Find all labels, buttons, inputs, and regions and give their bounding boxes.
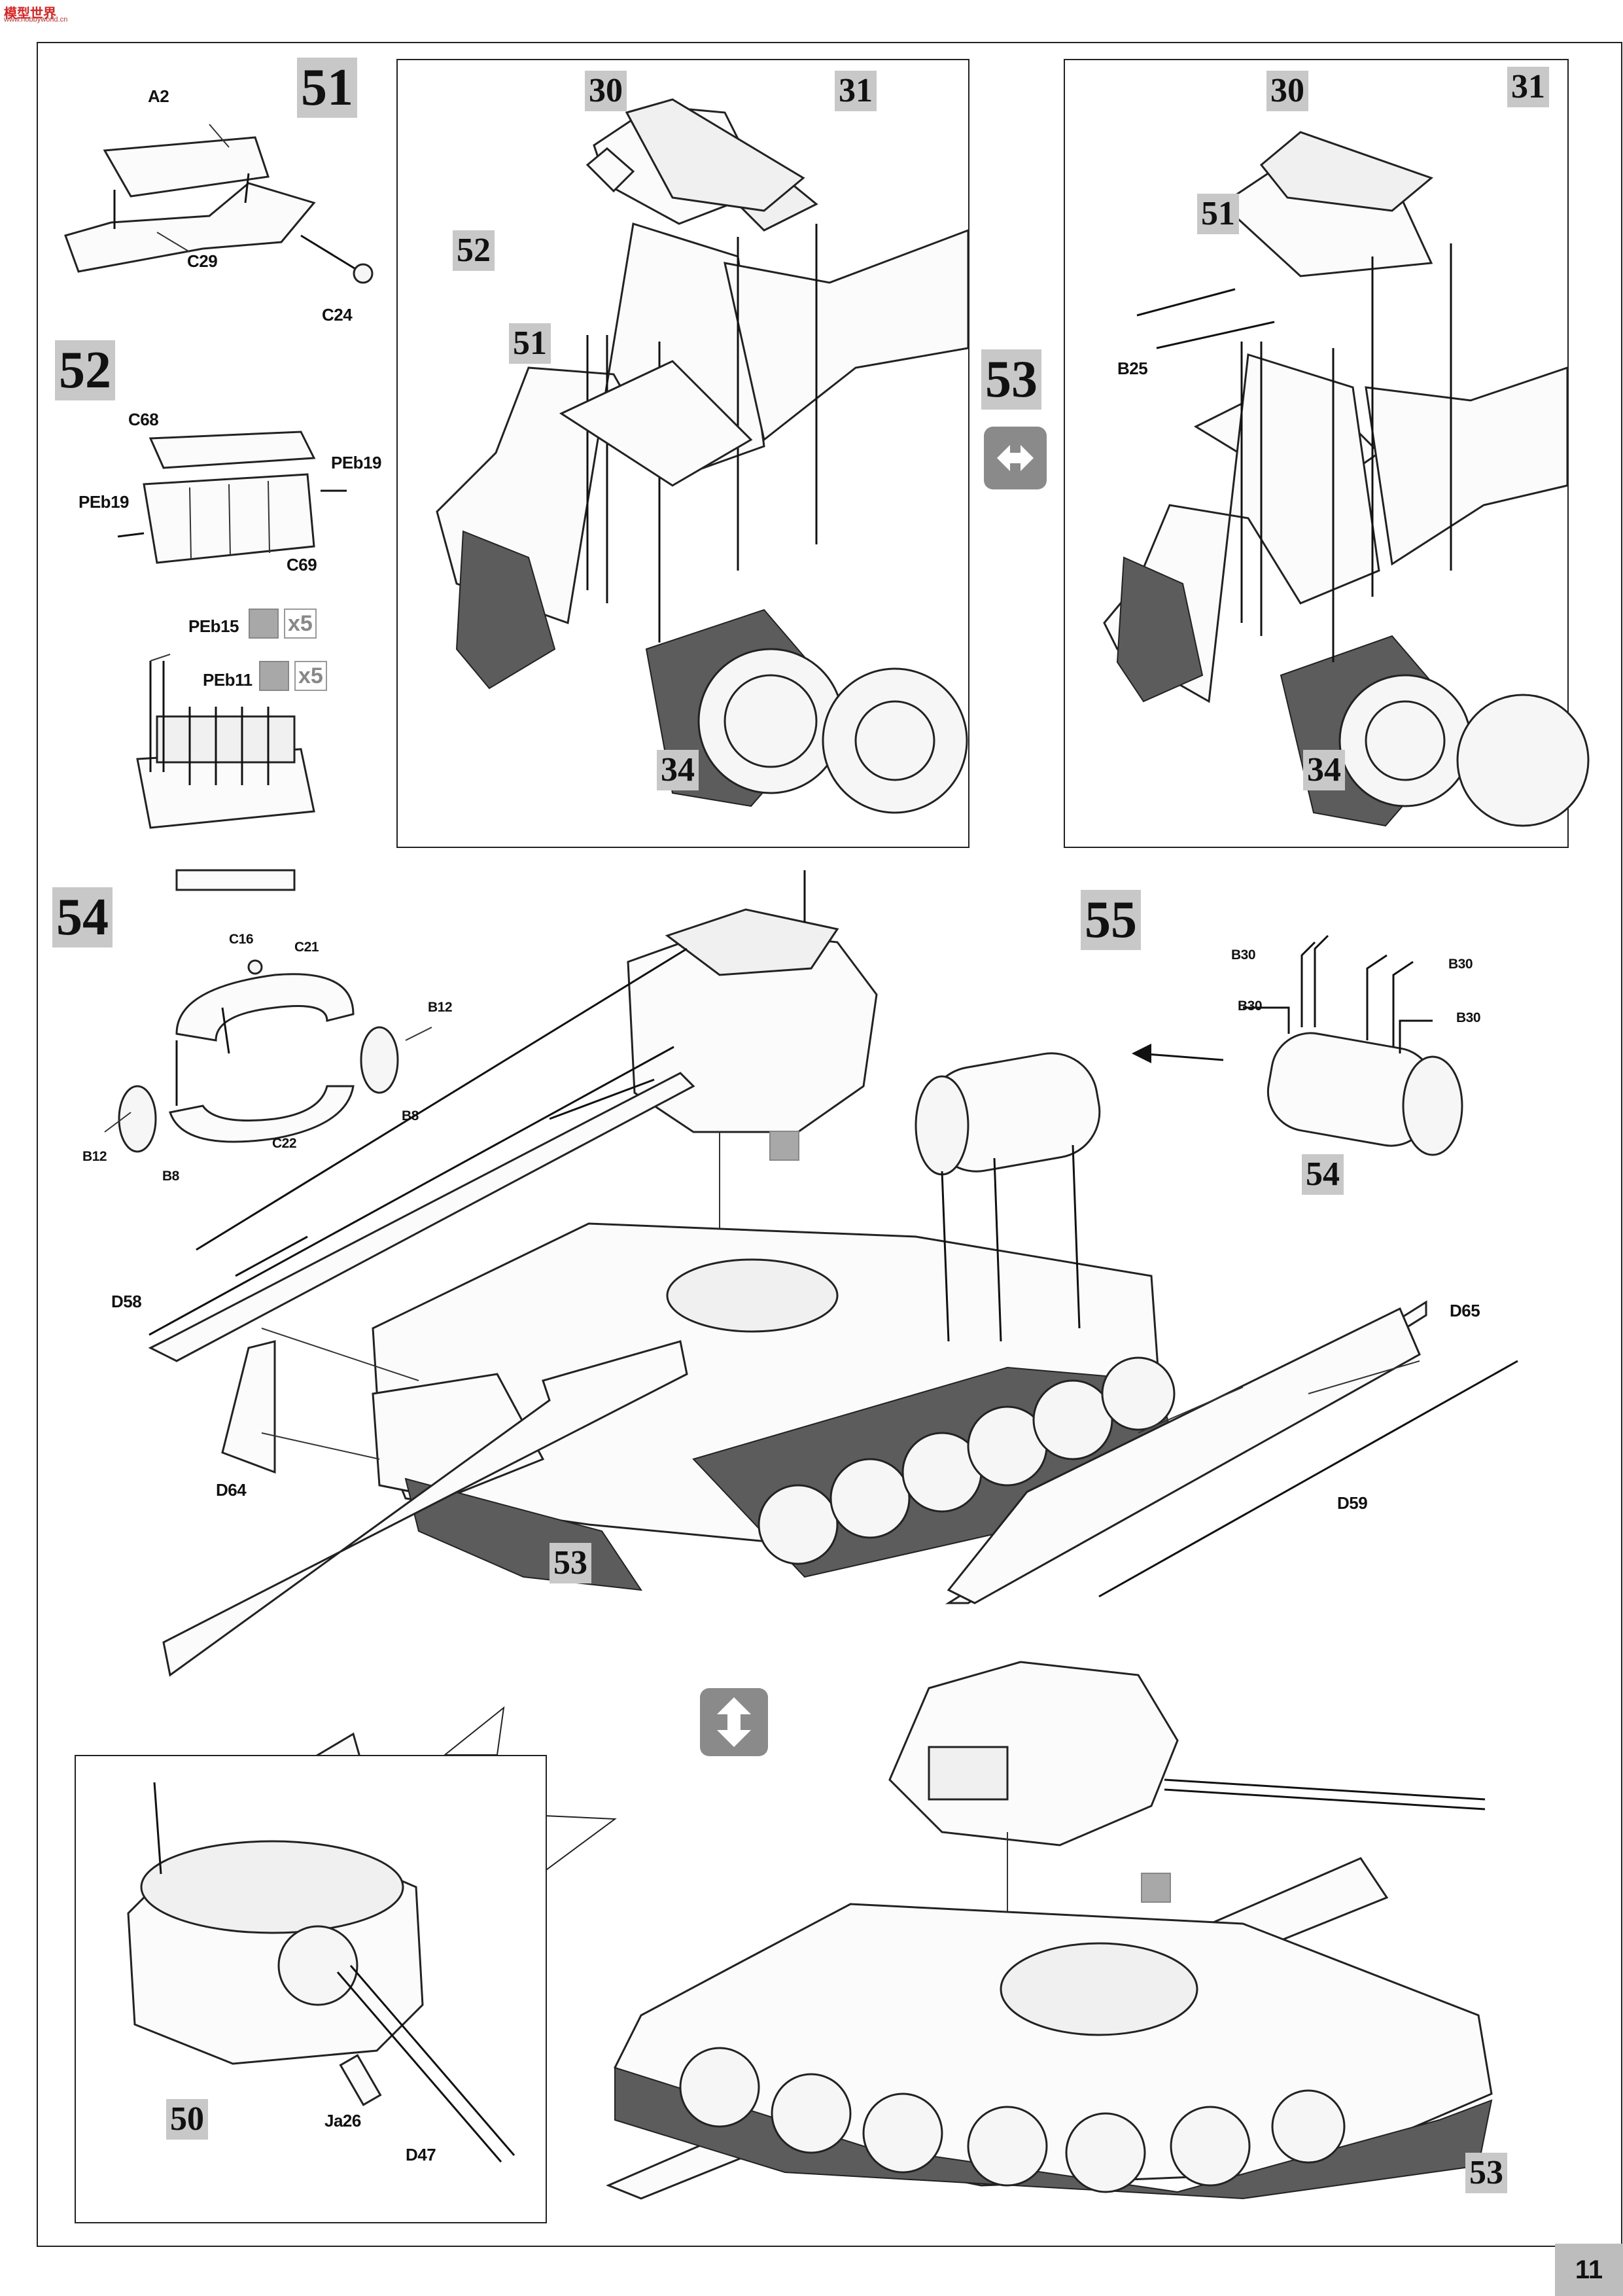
page-frame	[37, 42, 1622, 2247]
part-C29-label: C29	[187, 251, 218, 271]
option-icon[interactable]	[984, 427, 1047, 489]
part-C16-label: C16	[229, 932, 254, 947]
ref-part-31-label: 31	[1507, 67, 1549, 107]
part-PEb19-left-label: PEb19	[79, 492, 130, 512]
part-C24-label: C24	[322, 305, 353, 325]
ref-step-52-label: 52	[453, 230, 495, 271]
ref-step-53-label: 53	[1465, 2153, 1507, 2193]
step-52-number: 52	[55, 340, 115, 400]
ref-part-31-label: 31	[835, 71, 877, 111]
turret-detail-inset: 50 Ja26 D47	[75, 1755, 547, 2223]
part-B30-label: B30	[1231, 947, 1256, 963]
part-A2-label: A2	[148, 86, 169, 106]
part-PEb11-label: PEb11	[203, 670, 253, 690]
ref-part-34-label: 34	[657, 750, 699, 790]
part-B8-right-label: B8	[402, 1108, 419, 1123]
part-C69-label: C69	[287, 555, 317, 574]
part-PEb19-right-label: PEb19	[331, 453, 382, 472]
glue-icon	[1141, 1873, 1171, 1903]
final-assembly-drawing	[614, 1661, 1493, 2200]
step-51-drawing	[64, 124, 374, 284]
ref-step-51-label: 51	[509, 323, 551, 364]
part-B30-label: B30	[1238, 998, 1263, 1014]
quantity-x5-badge: x5	[294, 661, 327, 691]
step-54-drawing	[104, 959, 432, 1153]
step-54-number: 54	[52, 887, 113, 947]
part-D64-label: D64	[216, 1480, 247, 1500]
glue-icon	[769, 1131, 799, 1161]
part-B30-label: B30	[1448, 957, 1473, 972]
part-B12-left-label: B12	[82, 1149, 107, 1164]
step-51-number: 51	[297, 58, 357, 118]
part-C68-label: C68	[128, 410, 159, 429]
ref-step-53-label: 53	[550, 1543, 591, 1583]
ref-part-30-label: 30	[1266, 71, 1308, 111]
part-B25-label: B25	[1117, 359, 1148, 378]
photo-etch-icon	[249, 609, 279, 639]
step-55-drawing	[1132, 934, 1463, 1156]
flip-over-icon[interactable]	[700, 1688, 768, 1756]
part-D47-label: D47	[406, 2145, 436, 2164]
part-D65-label: D65	[1450, 1301, 1480, 1320]
step-52-drawing	[117, 431, 347, 829]
part-B12-right-label: B12	[428, 1000, 453, 1015]
step-53-placement-panel: 30 31 51 B25 34	[1064, 59, 1590, 848]
step-53-number: 53	[981, 349, 1041, 410]
part-B8-left-label: B8	[162, 1169, 179, 1184]
ref-step-54-label: 54	[1302, 1154, 1344, 1195]
ref-part-30-label: 30	[585, 71, 627, 111]
part-D58-label: D58	[111, 1292, 142, 1311]
part-D59-label: D59	[1337, 1493, 1368, 1513]
quantity-x5-badge: x5	[284, 609, 317, 639]
part-C22-label: C22	[272, 1136, 297, 1151]
step-55-number: 55	[1081, 890, 1141, 950]
page-number: 11	[1555, 2244, 1623, 2296]
watermark-logo: 模型世界	[4, 7, 56, 21]
watermark-site: www.hobbyworld.cn	[4, 16, 68, 24]
ref-step-50-label: 50	[166, 2099, 208, 2140]
ref-step-51-label: 51	[1197, 194, 1239, 234]
part-C21-label: C21	[294, 940, 319, 955]
part-Ja26-label: Ja26	[324, 2111, 361, 2130]
ref-part-34-label: 34	[1303, 750, 1345, 790]
part-PEb15-label: PEb15	[188, 616, 239, 636]
photo-etch-icon	[259, 661, 289, 691]
step-51-52-placement-panel: 30 31 52 51 34	[396, 59, 969, 848]
part-B30-label: B30	[1456, 1010, 1481, 1025]
